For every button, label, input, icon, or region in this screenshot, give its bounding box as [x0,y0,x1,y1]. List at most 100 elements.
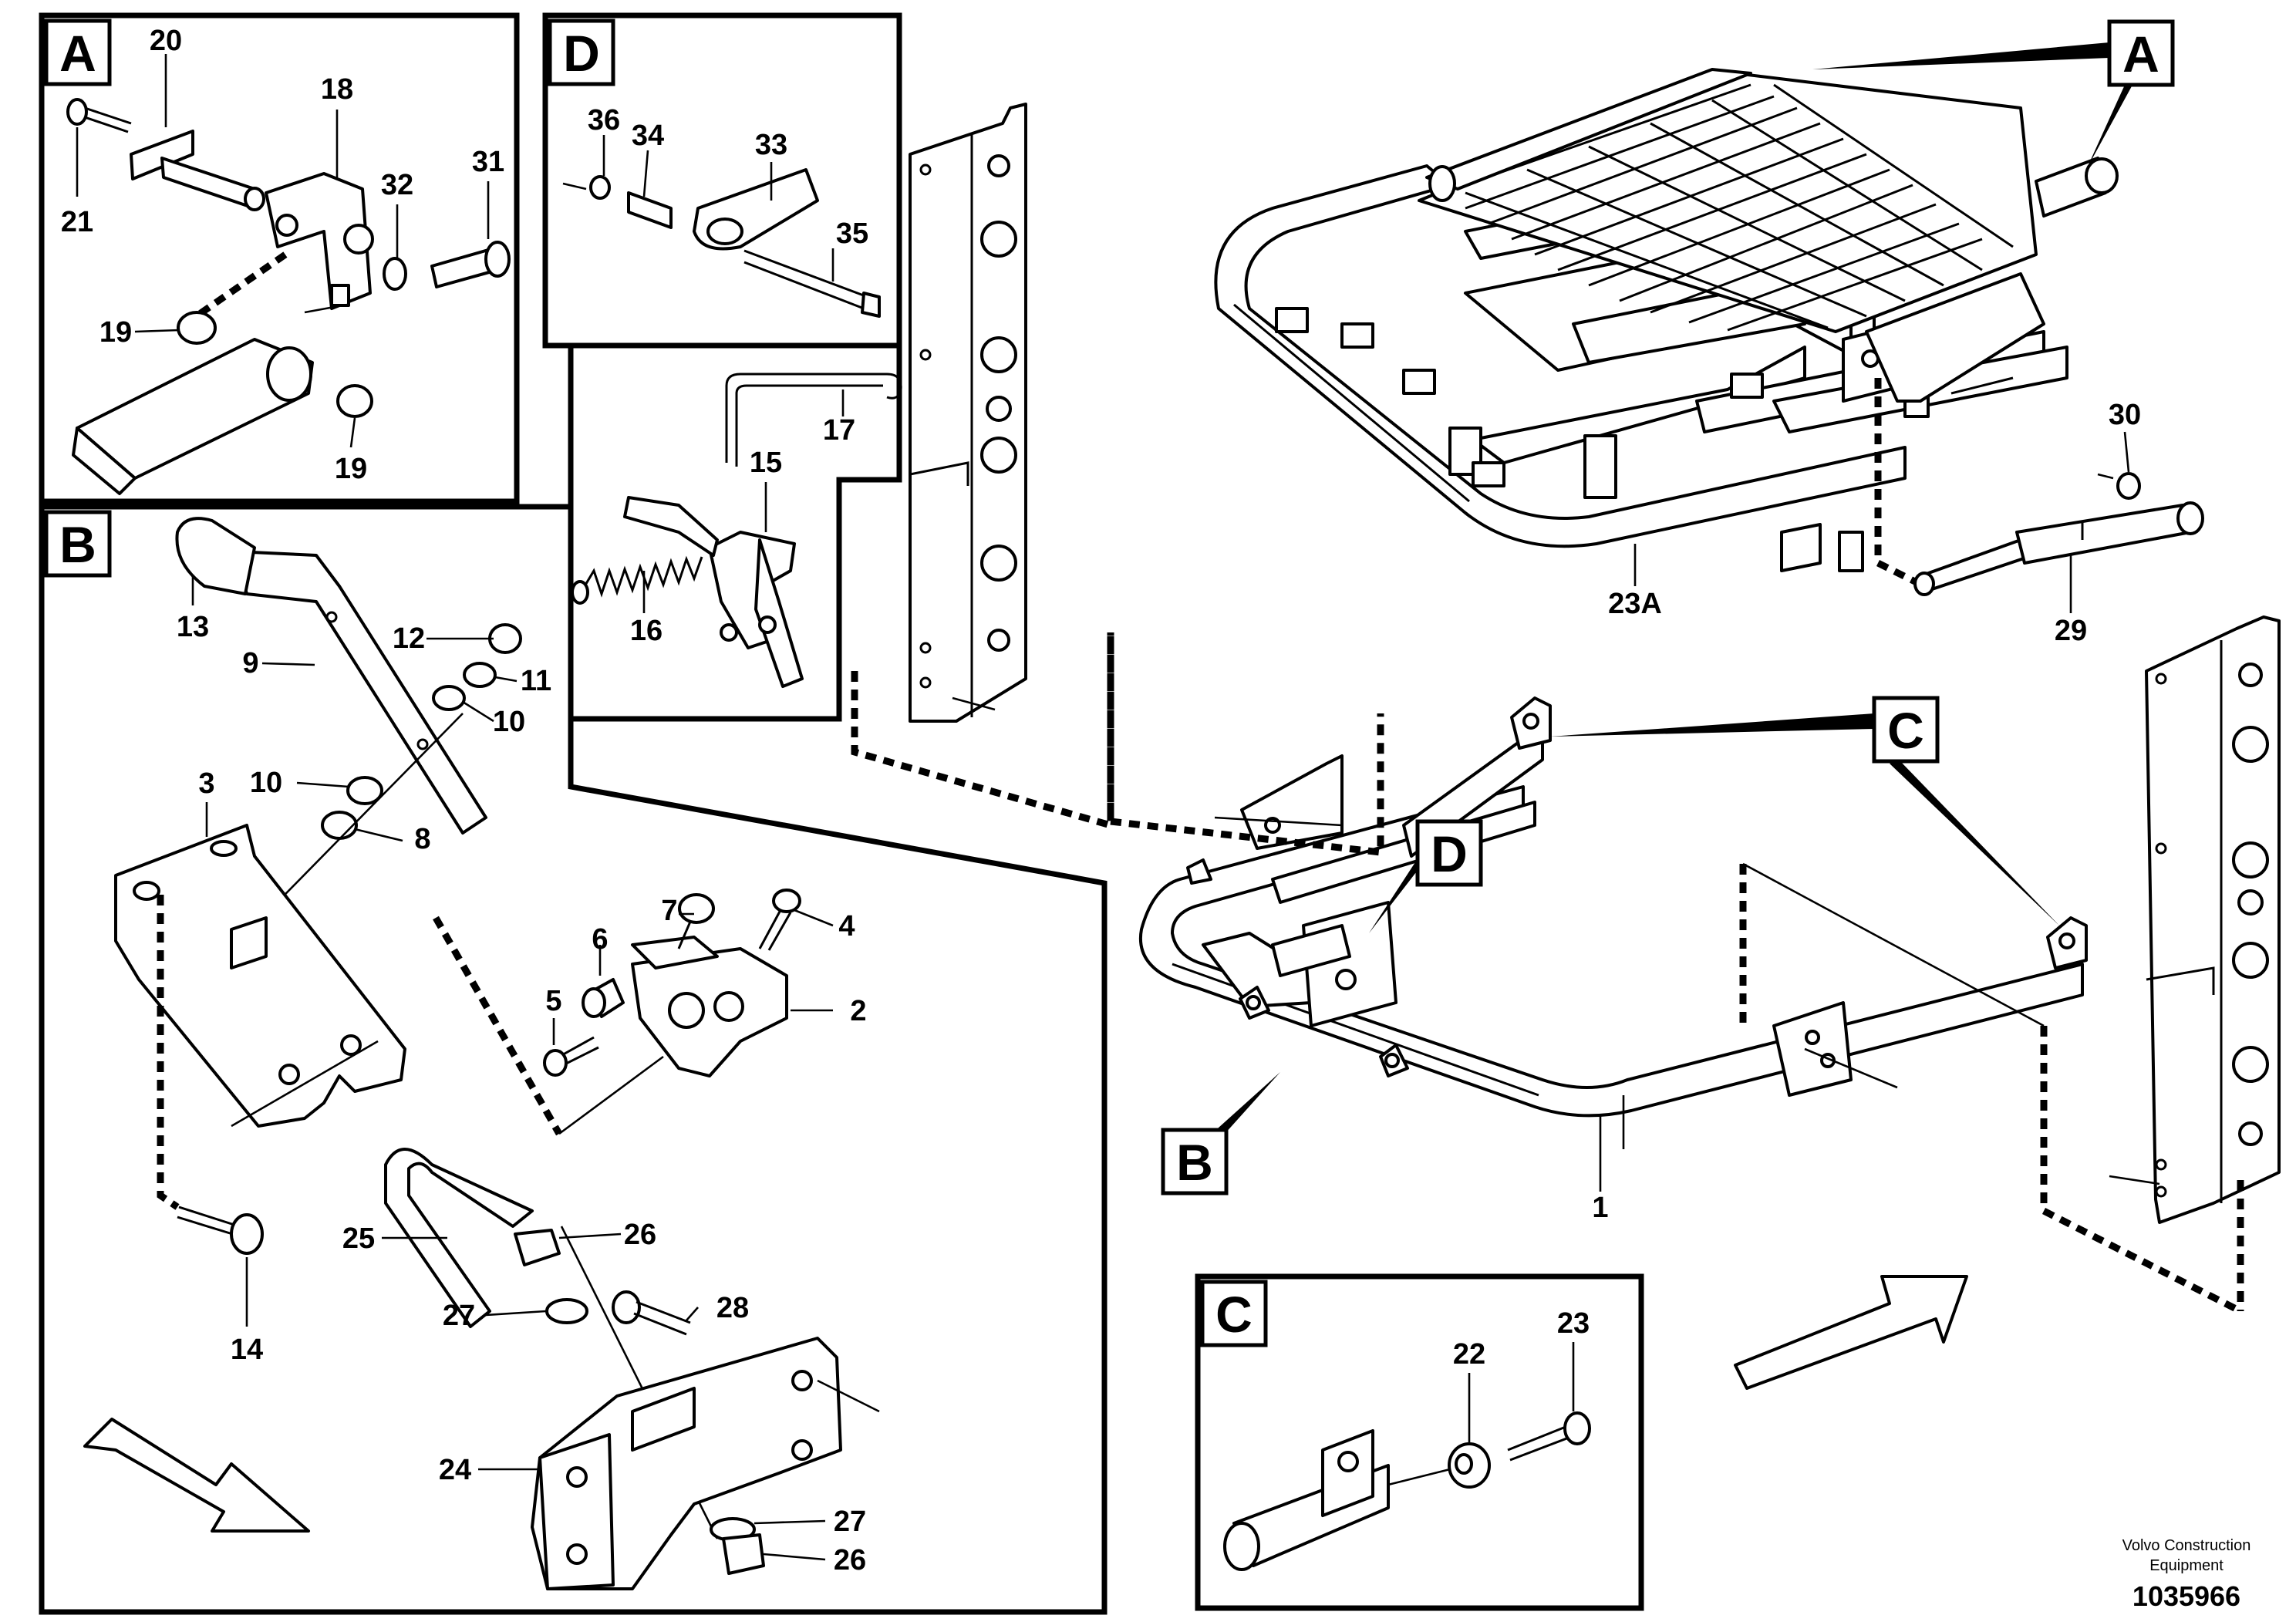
part-32-washer [383,257,407,291]
callout-20: 20 [150,25,182,57]
callout-19-lower: 19 [335,453,367,485]
part-26-nut-lower [722,1533,765,1575]
part-2-latch [631,936,788,1077]
view-marker-a-label: A [2122,25,2159,83]
callout-36: 36 [588,104,620,137]
part-8-washer [321,811,358,840]
part-34-spacer [627,191,673,229]
callout-13: 13 [177,611,209,643]
part-23a-seat-frame [1214,68,2119,572]
part-15-latch [708,531,804,688]
callout-26-lower: 26 [834,1544,866,1576]
part-35-bolt [743,249,881,318]
callout-3: 3 [198,767,214,800]
detail-box-d-tag [548,19,615,86]
callout-17: 17 [823,414,855,447]
detail-box-b-label: B [59,516,96,573]
part-23-bolt [1507,1411,1591,1462]
part-15-plate [623,496,719,557]
callout-32: 32 [381,169,413,201]
part-27-washer-upper [545,1298,588,1324]
part-11-washer [463,662,497,688]
part-29-gas-strut [1913,501,2204,596]
detail-box-a: A [39,12,520,504]
callout-31: 31 [472,146,504,178]
seat-frame-dash-link [1874,378,1927,590]
view-marker-a: A [1812,19,2175,170]
part-4-bolt [758,889,801,951]
left-vertical-rail [909,103,1027,723]
callout-28: 28 [716,1292,749,1324]
part-5-bolt [543,1036,599,1077]
callout-6: 6 [592,923,608,956]
brand-line-2: Equipment [2149,1557,2224,1574]
callout-16: 16 [630,615,663,647]
detail-box-c-tag [1200,1280,1268,1347]
callout-7: 7 [661,895,677,927]
detail-box-b-tag [44,510,112,578]
part-19-bushing-upper [177,311,217,345]
callout-labels: 20 18 32 31 21 19 19 36 34 33 35 17 15 1… [61,25,2141,1576]
left-rail-dash-link [851,632,1114,830]
callout-23: 23 [1557,1307,1590,1340]
callout-18: 18 [321,73,353,106]
callout-34: 34 [632,120,664,152]
callout-14: 14 [231,1334,263,1366]
callout-29: 29 [2055,615,2087,647]
part-12-bolt [488,623,522,654]
part-13-knob [175,517,256,595]
part-16-spring [571,555,703,605]
callout-22: 22 [1453,1338,1485,1371]
callout-21: 21 [61,206,93,238]
detail-box-b: B [39,504,1108,1615]
part-a-tube [72,338,314,495]
part-7-bolt [677,893,715,949]
view-marker-d: D [1369,819,1483,933]
callout-15: 15 [750,447,782,479]
part-b-dash-link-left [157,895,180,1210]
part-6-pin [582,978,625,1018]
view-marker-c-label: C [1887,702,1924,759]
view-marker-b-label: B [1176,1134,1213,1191]
part-c-tube [1223,1429,1390,1571]
callout-33: 33 [755,129,787,161]
callout-2: 2 [850,995,866,1027]
part-19-bushing-lower [336,384,373,418]
part-b-dash-link-right [433,916,562,1136]
part-24-bracket [531,1337,842,1590]
callout-27-lower: 27 [834,1506,866,1538]
right-frame-dash-link [2040,1026,2243,1315]
callout-4: 4 [838,910,855,943]
callout-10-lower: 10 [250,767,282,799]
detail-box-d-label: D [563,25,600,82]
part-33-strap [693,168,819,251]
callout-23a: 23A [1608,588,1662,620]
detail-box-a-tag [44,19,112,86]
callout-26-upper: 26 [624,1219,656,1251]
part-20-plate [130,130,265,211]
detail-box-a-label: A [59,25,96,82]
callout-25: 25 [342,1222,375,1255]
part-36-washer [589,175,611,200]
part-14-bolt [177,1206,264,1255]
callout-5: 5 [545,985,561,1017]
view-marker-d-label: D [1431,825,1468,882]
callout-12: 12 [393,622,425,655]
callout-9: 9 [242,647,258,679]
detail-box-c: C [1195,1273,1644,1611]
part-10-washer-upper [432,685,466,711]
direction-arrow-main [1734,1275,1968,1390]
callout-27-upper: 27 [443,1300,475,1332]
callout-35: 35 [836,218,868,250]
view-marker-b: B [1161,1072,1280,1195]
direction-arrow-b [83,1418,310,1533]
part-18-bracket [265,172,374,310]
part-22-bushing [1448,1442,1491,1489]
view-marker-c: C [1550,696,2059,926]
part-21-bolt [66,98,132,133]
callout-10-upper: 10 [493,706,525,738]
right-vertical-rail [2145,615,2281,1224]
part-31-bolt [430,241,511,288]
callout-30: 30 [2109,399,2141,431]
